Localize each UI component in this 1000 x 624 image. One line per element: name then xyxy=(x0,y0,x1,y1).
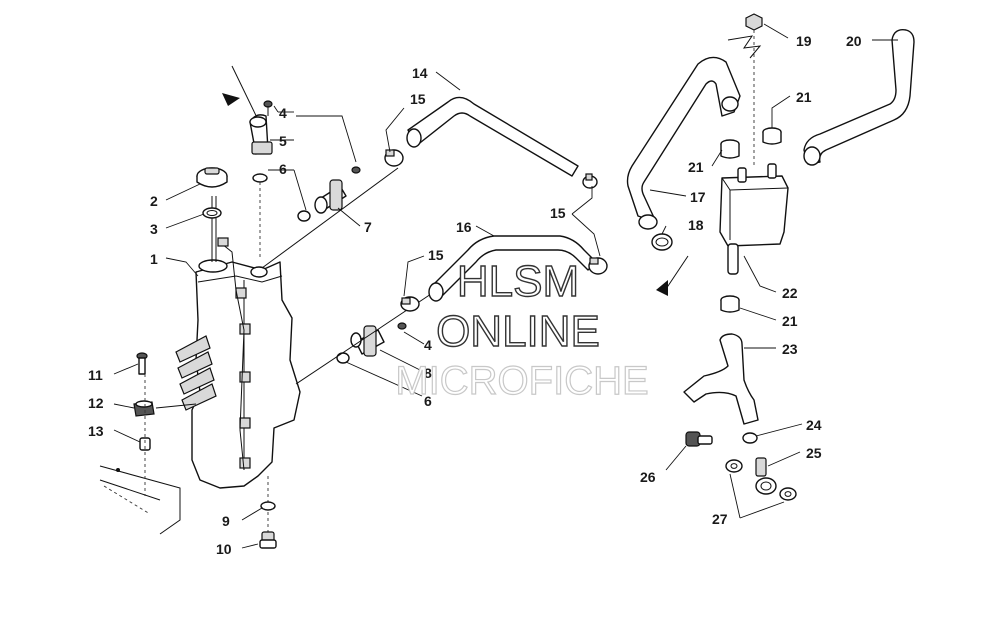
washer-left xyxy=(725,459,743,473)
banjo-fitting xyxy=(755,457,777,495)
callout-2: 2 xyxy=(150,193,158,209)
watermark-line-3: MICROFICHE xyxy=(395,359,648,403)
vent-hose-left xyxy=(626,56,741,223)
callout-19: 19 xyxy=(796,33,812,49)
drain-washer xyxy=(260,501,276,511)
sensor xyxy=(217,237,229,247)
callout-4-top: 4 xyxy=(279,105,287,121)
screw-upper xyxy=(351,166,361,174)
direction-arrow-icon xyxy=(222,93,240,106)
hose-clamp-lower-left xyxy=(400,296,420,312)
oil-tank-assembly xyxy=(99,65,435,549)
callout-8: 8 xyxy=(424,365,432,381)
callout-1: 1 xyxy=(150,251,158,267)
oil-cap xyxy=(196,167,228,188)
drain-plug xyxy=(259,531,277,549)
drain-hose xyxy=(683,333,759,425)
upper-fitting xyxy=(297,179,347,222)
o-ring-upper xyxy=(297,210,311,222)
tank-outlet xyxy=(250,266,268,278)
callout-14: 14 xyxy=(412,65,428,81)
callout-18: 18 xyxy=(688,217,704,233)
banjo-bolt xyxy=(685,431,713,447)
hose-clamp-upper-right xyxy=(582,173,598,189)
watermark-line-1: HLSM xyxy=(457,257,579,306)
mounting-bracket xyxy=(99,465,181,535)
washer-right xyxy=(779,487,797,501)
oil-hoses xyxy=(384,96,608,312)
bracket xyxy=(727,35,762,59)
oil-hose-upper xyxy=(407,96,579,177)
callout-labels: 1 2 3 4 4 5 6 6 7 8 9 10 11 12 13 14 15 … xyxy=(88,33,862,557)
screw-lower xyxy=(397,322,407,330)
watermark: HLSM ONLINE MICROFICHE xyxy=(395,256,650,403)
callout-20: 20 xyxy=(846,33,862,49)
callout-11: 11 xyxy=(88,367,103,383)
spacer xyxy=(139,437,151,451)
callout-7: 7 xyxy=(364,219,372,235)
callout-3: 3 xyxy=(150,221,158,237)
callout-24: 24 xyxy=(806,417,822,433)
elbow-fitting xyxy=(249,114,273,155)
filler-neck xyxy=(198,259,228,273)
callout-6-lower: 6 xyxy=(424,393,432,409)
leader-lines xyxy=(113,23,898,549)
lower-fitting xyxy=(336,325,385,364)
tank-top-edge xyxy=(197,275,283,283)
oil-hose-lower xyxy=(431,235,597,299)
hose-clamp-18 xyxy=(651,233,673,251)
collar-21-left xyxy=(720,139,740,159)
o-ring-lower xyxy=(336,352,350,364)
callout-9: 9 xyxy=(222,513,230,529)
callout-15-right: 15 xyxy=(550,205,566,221)
collar-21-bottom xyxy=(720,295,740,313)
collar-21-top xyxy=(762,127,782,145)
vent-hose-right xyxy=(803,29,915,165)
callout-23: 23 xyxy=(782,341,798,357)
watermark-line-2: ONLINE xyxy=(436,307,600,356)
ring xyxy=(742,432,758,444)
tank-cooling-fins xyxy=(175,335,217,411)
callout-16: 16 xyxy=(456,219,472,235)
callout-22: 22 xyxy=(782,285,798,301)
hose-clamp-upper-left xyxy=(384,149,404,167)
hose-clamp-lower-right xyxy=(588,257,608,275)
callout-12: 12 xyxy=(88,395,104,411)
callout-26: 26 xyxy=(640,469,656,485)
sensor-wire xyxy=(221,243,245,471)
callout-15-top: 15 xyxy=(410,91,426,107)
catch-can xyxy=(719,163,789,275)
callout-15-mid: 15 xyxy=(428,247,444,263)
callout-13: 13 xyxy=(88,423,104,439)
vent-assembly xyxy=(626,13,915,501)
upper-assembly-line xyxy=(261,167,399,269)
grommet xyxy=(133,400,155,417)
nut xyxy=(745,13,763,168)
callout-27: 27 xyxy=(712,511,728,527)
callout-6-top: 6 xyxy=(279,161,287,177)
o-ring-top xyxy=(252,173,268,183)
screw-top xyxy=(263,100,273,116)
callout-21-bottom: 21 xyxy=(782,313,798,329)
callout-21-left: 21 xyxy=(688,159,704,175)
callout-5: 5 xyxy=(279,133,287,149)
direction-arrow-icon-2 xyxy=(656,280,668,296)
bolt xyxy=(136,352,148,375)
callout-17: 17 xyxy=(690,189,706,205)
callout-21-top: 21 xyxy=(796,89,812,105)
callout-10: 10 xyxy=(216,541,232,557)
callout-4-lower: 4 xyxy=(424,337,432,353)
callout-25: 25 xyxy=(806,445,822,461)
